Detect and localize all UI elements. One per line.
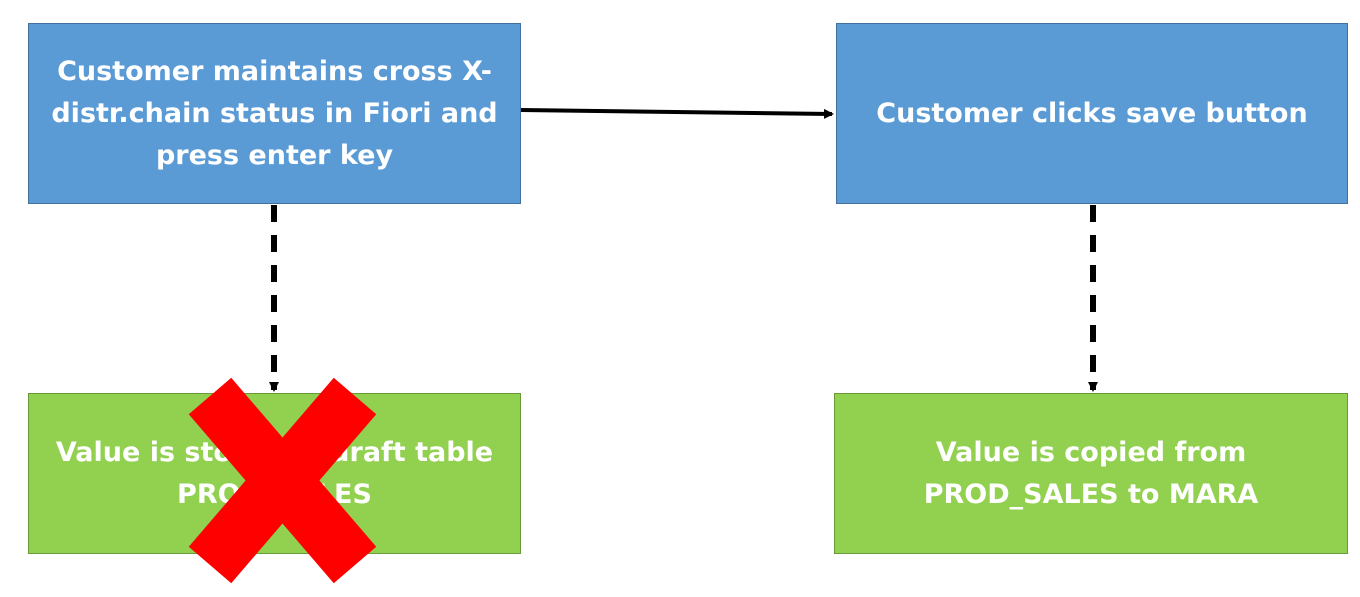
node-copy-to-mara: Value is copied from PROD_SALES to MARA	[834, 393, 1348, 554]
node-draft-table-label: Value is stored in draft table PROD_SALE…	[55, 436, 494, 510]
node-click-save-label: Customer clicks save button	[876, 97, 1308, 129]
node-maintain-status: Customer maintains cross X-distr.chain s…	[28, 23, 521, 204]
node-maintain-status-label: Customer maintains cross X-distr.chain s…	[51, 55, 498, 171]
edge-maintain-to-save	[520, 108, 834, 119]
node-copy-to-mara-label: Value is copied from PROD_SALES to MARA	[923, 436, 1259, 510]
node-click-save: Customer clicks save button	[836, 23, 1348, 204]
node-draft-table: Value is stored in draft table PROD_SALE…	[28, 393, 521, 554]
